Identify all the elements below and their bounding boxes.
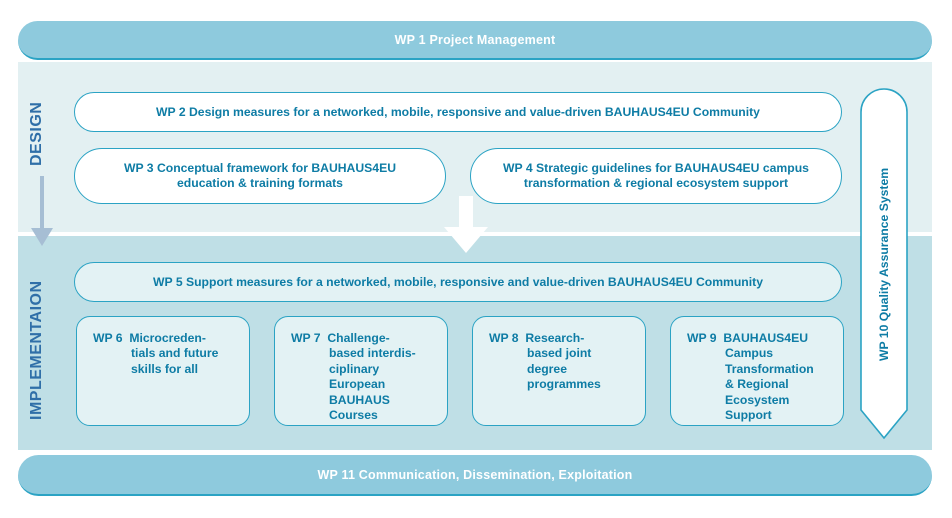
implementation-rail-label: IMPLEMENTAION <box>28 280 45 420</box>
design-rail-arrow-down-icon <box>31 228 53 246</box>
wp10-shape-arrow-down-icon <box>860 88 908 440</box>
wp4-label: WP 4 Strategic guidelines for BAUHAUS4EU… <box>503 161 809 190</box>
wp5-label: WP 5 Support measures for a networked, m… <box>153 274 763 289</box>
wp11-communication-bar[interactable]: WP 11 Communication, Dissemination, Expl… <box>18 455 932 496</box>
wp11-label: WP 11 Communication, Dissemination, Expl… <box>317 467 633 482</box>
wp2-box[interactable]: WP 2 Design measures for a networked, mo… <box>74 92 842 132</box>
design-rail-connector <box>40 176 44 228</box>
center-flow-arrow-down-icon <box>444 196 488 253</box>
wp9-number: WP 9 <box>687 331 717 345</box>
wp1-project-management-bar[interactable]: WP 1 Project Management <box>18 21 932 60</box>
wp8-number: WP 8 <box>489 331 519 345</box>
wp4-box[interactable]: WP 4 Strategic guidelines for BAUHAUS4EU… <box>470 148 842 204</box>
wp3-box[interactable]: WP 3 Conceptual framework for BAUHAUS4EU… <box>74 148 446 204</box>
design-rail-label: DESIGN <box>28 101 45 167</box>
wp7-number: WP 7 <box>291 331 321 345</box>
wp1-label: WP 1 Project Management <box>394 32 556 47</box>
wp6-number: WP 6 <box>93 331 123 345</box>
wp3-label: WP 3 Conceptual framework for BAUHAUS4EU… <box>123 161 396 190</box>
wp10-quality-assurance-column[interactable]: WP 10 Quality Assurance System <box>860 88 908 440</box>
wp5-box[interactable]: WP 5 Support measures for a networked, m… <box>74 262 842 302</box>
wp2-label: WP 2 Design measures for a networked, mo… <box>156 104 760 119</box>
